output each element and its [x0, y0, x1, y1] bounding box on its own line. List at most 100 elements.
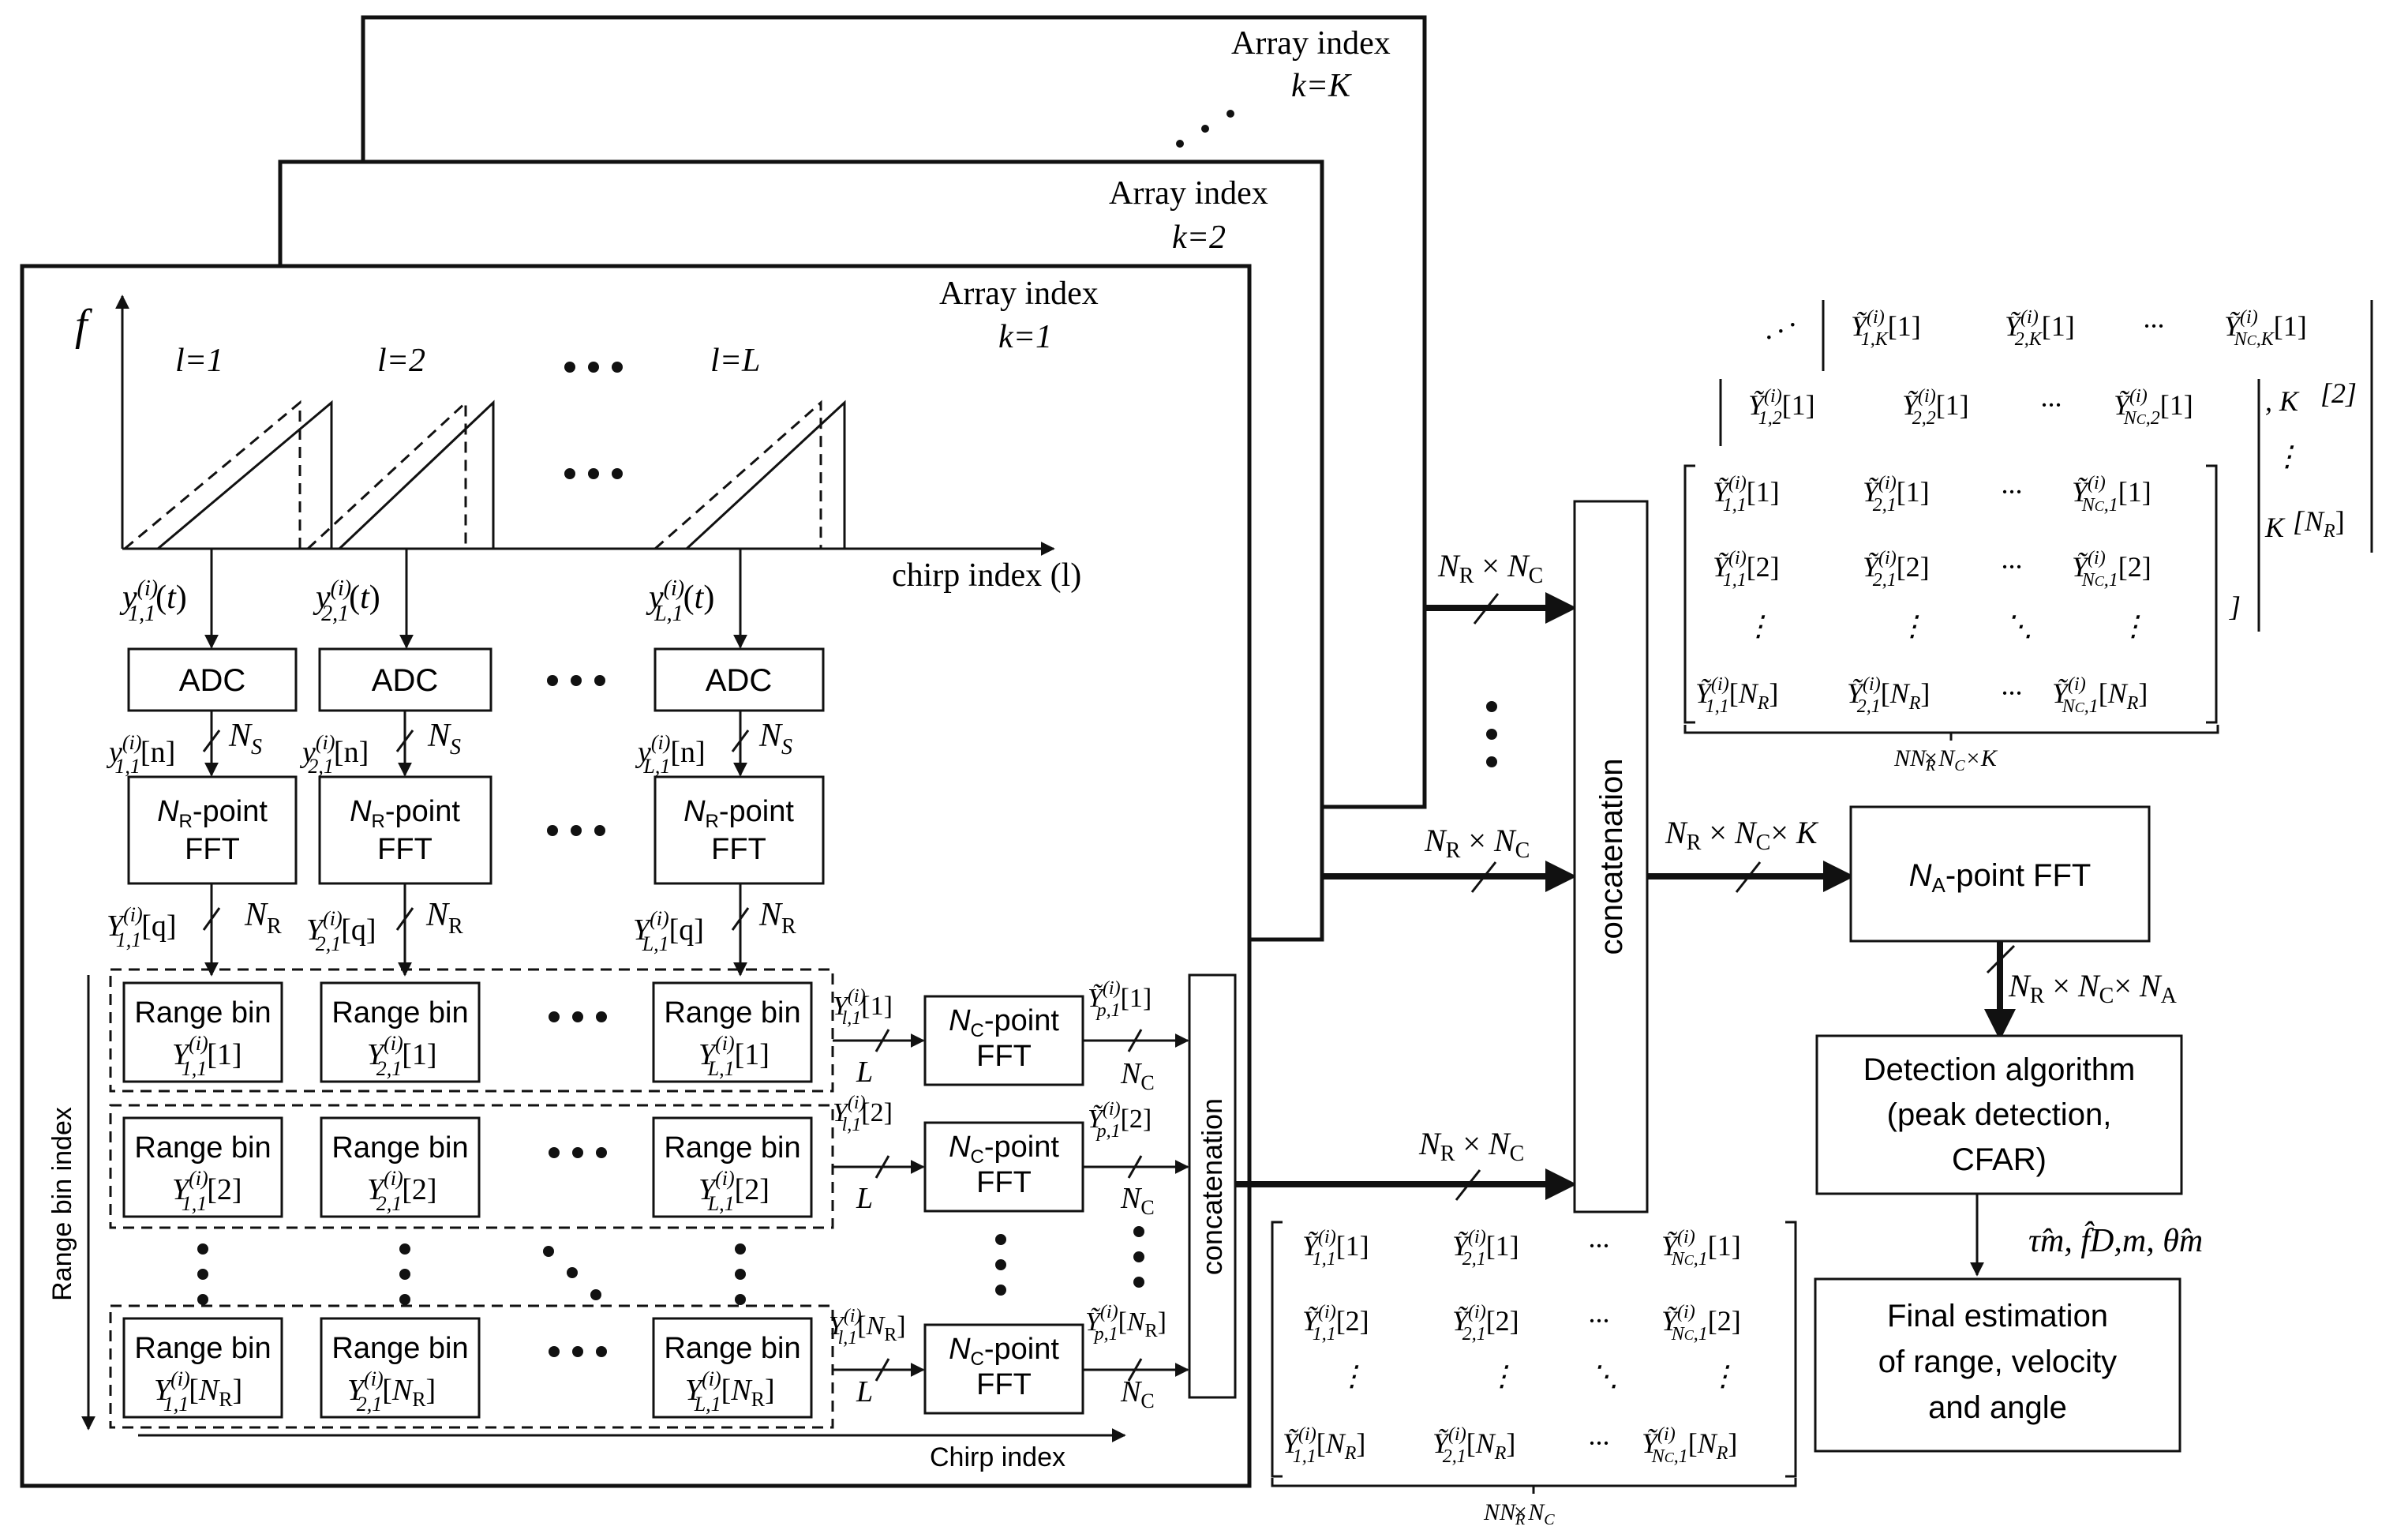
frame-outputs: NR × NC NR × NC NR × NC	[1235, 548, 1577, 1201]
range-bin-row-1: Range bin Range bin Range bin Y(i)1,1[1]…	[109, 968, 834, 1093]
frame-k-2-index: k=2	[1172, 219, 1226, 256]
svg-text:·: ·	[1764, 321, 1774, 354]
svg-text:NR × NC× NA: NR × NC× NA	[2008, 968, 2178, 1008]
svg-text:Ỹ(i)NC,1[1]: Ỹ(i)NC,1[1]	[1661, 1227, 1741, 1270]
svg-text:K: K	[2264, 512, 2286, 543]
inner-concatenation-block	[1188, 973, 1237, 1399]
adc-label-L: ADC	[706, 663, 772, 698]
chirp-label-2: l=2	[377, 343, 425, 379]
svg-text:Y(i)1,1[q]: Y(i)1,1[q]	[107, 903, 177, 951]
svg-text:Range bin: Range bin	[331, 996, 468, 1030]
final-line1: Final estimation	[1887, 1299, 2108, 1333]
svg-text:FFT: FFT	[711, 833, 766, 866]
svg-text:Ỹ(i)2,1[1]: Ỹ(i)2,1[1]	[1863, 473, 1930, 516]
range-bin-row-NR: Range bin Range bin Range bin Y(i)1,1[NR…	[109, 1304, 834, 1429]
matrix-nr-nc-k: ··· Ỹ(i)1,K[1] Ỹ(i)2,K[1] ··· Ỹ(i)NC,K[1…	[1683, 300, 2373, 775]
svg-text:⋮: ⋮	[2119, 610, 2148, 642]
svg-text:NS: NS	[427, 718, 461, 759]
svg-text:L: L	[856, 1375, 873, 1408]
svg-text:Ỹ(i)NC,1[NR]: Ỹ(i)NC,1[NR]	[1642, 1424, 1737, 1467]
svg-text:⋮: ⋮	[1898, 610, 1927, 642]
svg-text:NR: NR	[425, 897, 463, 939]
range-bin-row-2: Range bin Range bin Range bin Y(i)1,1[2]…	[109, 1104, 834, 1229]
nr-fft-block-2	[318, 775, 492, 885]
na-fft-block	[1849, 805, 2151, 943]
frames-ellipsis-dot	[1201, 125, 1209, 133]
svg-text:Range bin: Range bin	[664, 1332, 800, 1365]
adc-block-2	[318, 647, 492, 712]
svg-text:Ỹ(i)NC,1[2]: Ỹ(i)NC,1[2]	[2072, 548, 2151, 591]
svg-text:NR-point: NR-point	[157, 795, 268, 832]
svg-text:·: ·	[1776, 315, 1786, 348]
svg-text:NR-point: NR-point	[683, 795, 794, 832]
svg-text:y(i)2,1(t): y(i)2,1(t)	[313, 576, 380, 626]
concatenation-label: concatenation	[1594, 758, 1629, 955]
svg-text:NS: NS	[758, 718, 792, 759]
detection-line2: (peak detection,	[1887, 1097, 2112, 1132]
svg-text:Range bin: Range bin	[331, 1131, 468, 1165]
svg-text:L: L	[856, 1182, 873, 1215]
svg-text:⋮: ⋮	[1744, 610, 1773, 642]
svg-text:NR: NR	[758, 897, 796, 939]
svg-text:Ỹ(i)2,1[2]: Ỹ(i)2,1[2]	[1863, 548, 1930, 591]
dim-nr-nc-k: NR × NC× K	[1665, 815, 1819, 855]
frames-ellipsis-dot	[1176, 140, 1184, 148]
chirp-ramp-1	[157, 399, 333, 550]
svg-text:Ỹ(i)2,1[2]: Ỹ(i)2,1[2]	[1452, 1302, 1519, 1345]
svg-text:···: ···	[2143, 310, 2164, 342]
frame-k-2-title: Array index	[1109, 175, 1268, 212]
svg-text:Ỹ(i)NC,1[NR]: Ỹ(i)NC,1[NR]	[2052, 674, 2148, 717]
svg-text:·: ·	[1788, 309, 1798, 342]
svg-text:[: [	[2293, 505, 2305, 537]
final-estimation-block	[1814, 1277, 2181, 1453]
signal-y11t: y	[119, 579, 137, 616]
svg-text:FFT: FFT	[377, 833, 433, 866]
chirp-axis-label: chirp index (l)	[892, 557, 1081, 594]
inner-concatenation-label: concatenation	[1196, 1098, 1228, 1275]
svg-text:Y(i)2,1[2]: Y(i)2,1[2]	[367, 1167, 437, 1215]
svg-text:×NC: ×NC	[1512, 1499, 1555, 1528]
svg-text:NR × NC: NR × NC	[1424, 823, 1530, 863]
svg-text:⋮: ⋮	[1709, 1360, 1737, 1392]
chirp-index-label: Chirp index	[930, 1442, 1065, 1472]
svg-text:Ỹ(i)2,1[NR]: Ỹ(i)2,1[NR]	[1432, 1424, 1515, 1467]
range-bin-index-label: Range bin index	[47, 1107, 77, 1301]
chirp-echo-2	[306, 399, 467, 550]
frame-k-K-index: k=K	[1291, 68, 1352, 104]
adc-label-1: ADC	[179, 663, 245, 698]
svg-text:Ỹ(i)NC,1[1]: Ỹ(i)NC,1[1]	[2072, 473, 2151, 516]
svg-text:Range bin: Range bin	[664, 1131, 800, 1165]
svg-text:Ỹ(i)1,1[NR]: Ỹ(i)1,1[NR]	[1283, 1424, 1365, 1467]
svg-text:Range bin: Range bin	[331, 1332, 468, 1365]
svg-text:L: L	[856, 1056, 873, 1089]
svg-text:×NC×K: ×NC×K	[1923, 745, 1998, 775]
svg-text:Ỹ(i)2,1[1]: Ỹ(i)2,1[1]	[1452, 1227, 1519, 1270]
svg-text:Ỹ(i)1,2[1]: Ỹ(i)1,2[1]	[1748, 386, 1815, 429]
svg-text:Ỹ(i)2,2[1]: Ỹ(i)2,2[1]	[1902, 386, 1969, 429]
svg-text:⋮: ⋮	[2273, 441, 2301, 472]
chirp-plot: f chirp index (l) l=1 l=2 l=L	[75, 294, 1081, 594]
signal-y21t: y	[313, 579, 331, 616]
svg-text:NR: NR	[244, 897, 282, 939]
svg-text:Ỹ(i)NC,K[1]: Ỹ(i)NC,K[1]	[2224, 307, 2307, 350]
nr-fft-row: NR-point FFT NR-point FFT NR-point FFT	[127, 775, 825, 885]
chirp-ramp-2	[338, 399, 495, 550]
svg-text:Ỹ(i)NC,1[2]: Ỹ(i)NC,1[2]	[1661, 1302, 1741, 1345]
svg-text:Ỹ(i)1,1[1]: Ỹ(i)1,1[1]	[1713, 473, 1780, 516]
svg-text:y(i)1,1(t): y(i)1,1(t)	[119, 576, 187, 626]
svg-text:]: ]	[2229, 591, 2241, 622]
detection-line3: CFAR)	[1952, 1142, 2047, 1177]
signal-yL1t: y	[646, 579, 664, 616]
chirp-ramp-L	[685, 399, 846, 550]
svg-text:Ỹ(i)2,K[1]: Ỹ(i)2,K[1]	[2005, 307, 2075, 350]
svg-text:NR-point: NR-point	[350, 795, 460, 832]
frame-k-K-title: Array index	[1231, 25, 1391, 62]
svg-text:FFT: FFT	[976, 1040, 1032, 1073]
chirp-label-1: l=1	[175, 343, 223, 379]
svg-text:Range bin: Range bin	[134, 1131, 271, 1165]
svg-text:···: ···	[1588, 1427, 1609, 1459]
svg-text:⋮: ⋮	[1488, 1360, 1516, 1392]
svg-text:Ỹ(i)NC,2[1]: Ỹ(i)NC,2[1]	[2114, 386, 2193, 429]
svg-text:···: ···	[2001, 677, 2022, 709]
